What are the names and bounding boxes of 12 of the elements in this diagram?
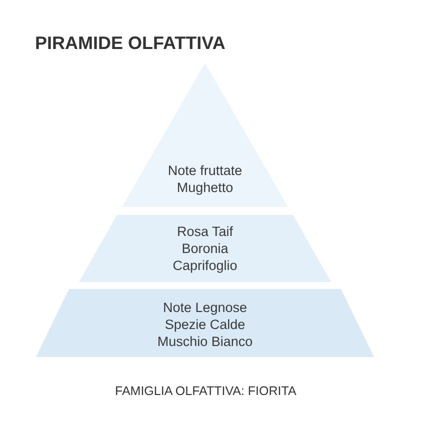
note-text: Note fruttate [168,162,242,179]
pyramid-tier [36,289,374,357]
title: PIRAMIDE OLFATTIVA [35,33,226,53]
pyramid-tier [79,215,331,282]
note-text: Spezie Calde [164,316,246,333]
note-text: Boronia [182,240,228,257]
note-text: Rosa Taif [176,223,234,240]
family-text: FAMIGLIA OLFATTIVA: FIORITA [115,383,296,399]
note-text: Muschio Bianco [157,333,253,350]
note-text: Note Legnose [162,299,248,316]
note-text: Caprifoglio [172,257,238,274]
note-text: Mughetto [176,179,234,196]
